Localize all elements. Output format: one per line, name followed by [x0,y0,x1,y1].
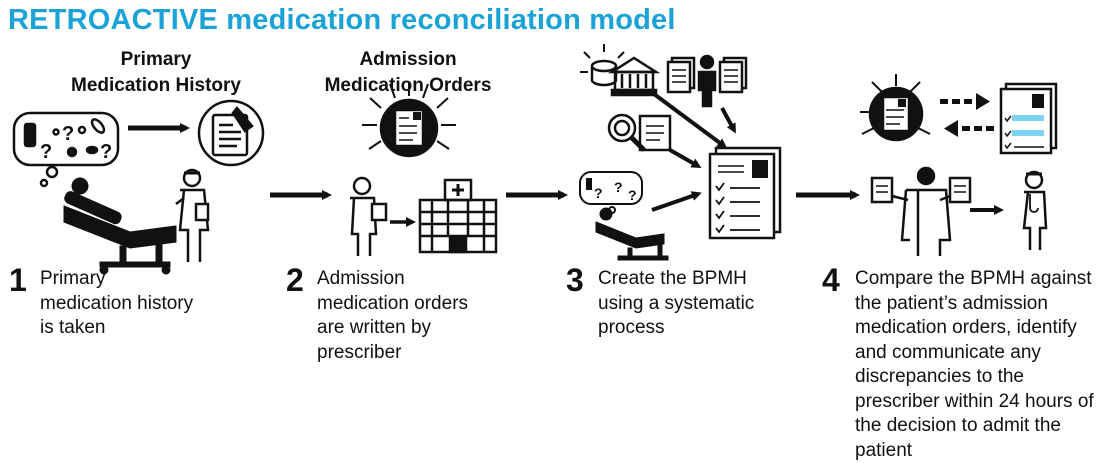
doctor-icon [1024,172,1046,250]
patient-thought-bubble-icon: ? ? ? [580,172,642,213]
svg-text:?: ? [614,179,623,195]
clinician-icon [176,170,208,262]
prescriber-icon [350,178,386,256]
community-pharmacy-icon [580,44,656,95]
bpmh-document-highlighted-icon [1001,84,1056,153]
question-marks-thought-bubble-icon: ? ? ? [14,113,118,186]
magnifier-document-icon [609,115,670,150]
patient-in-bed-icon [596,208,668,260]
records-person-icon [668,56,746,106]
hospital-icon [420,180,496,252]
pharmacist-comparing-icon [872,168,970,256]
svg-text:?: ? [594,185,603,201]
clipboard-writing-icon [199,101,263,165]
patient-in-bed-icon [63,178,176,274]
svg-text:?: ? [628,187,637,203]
exchange-arrows [940,93,994,137]
bpmh-document-icon [710,148,780,238]
medication-orders-icon [362,82,456,156]
svg-text:?: ? [100,141,112,163]
svg-text:?: ? [62,123,74,145]
svg-text:?: ? [40,141,52,163]
medication-orders-icon [860,74,930,140]
